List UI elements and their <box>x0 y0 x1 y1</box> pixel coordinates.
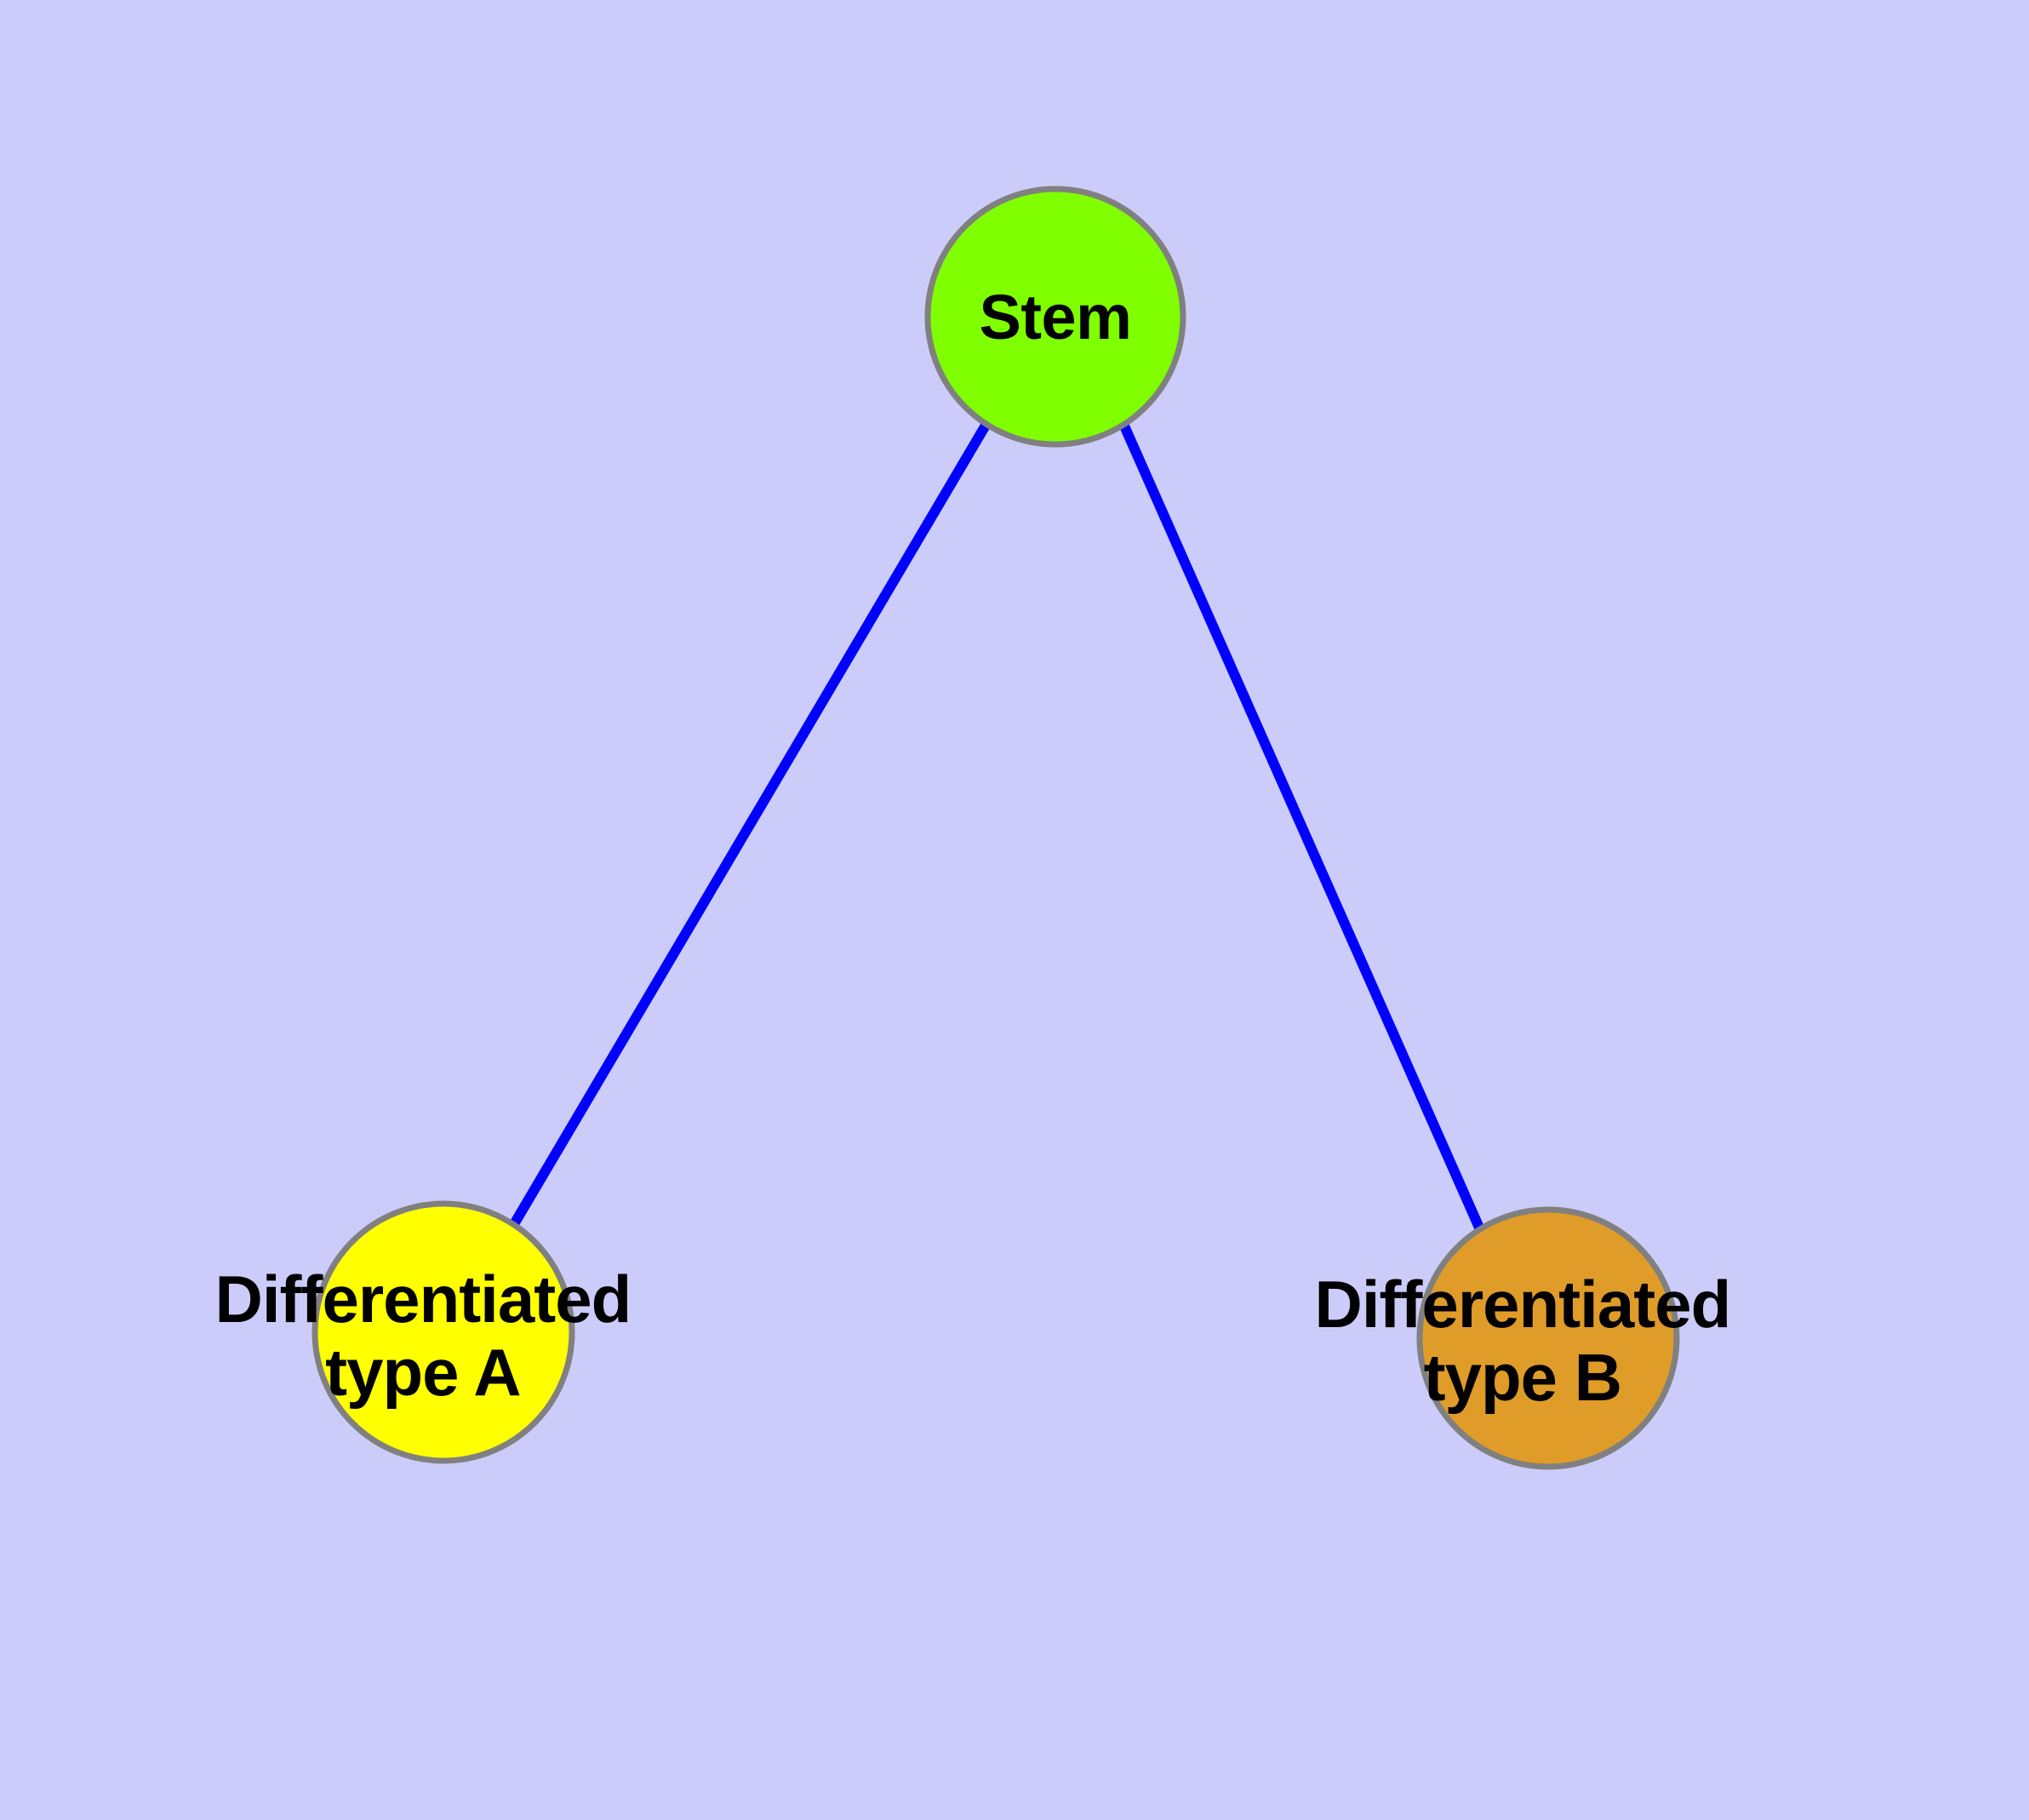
node-circle-diff-a[interactable] <box>311 1200 575 1464</box>
node-circle-stem[interactable] <box>924 186 1186 448</box>
edge-stem-diff-b[interactable] <box>1118 421 1484 1230</box>
node-circle-diff-b[interactable] <box>1416 1206 1680 1470</box>
node-layer <box>311 186 1680 1470</box>
edge-stem-diff-a[interactable] <box>509 421 992 1228</box>
edge-layer <box>509 421 1484 1230</box>
